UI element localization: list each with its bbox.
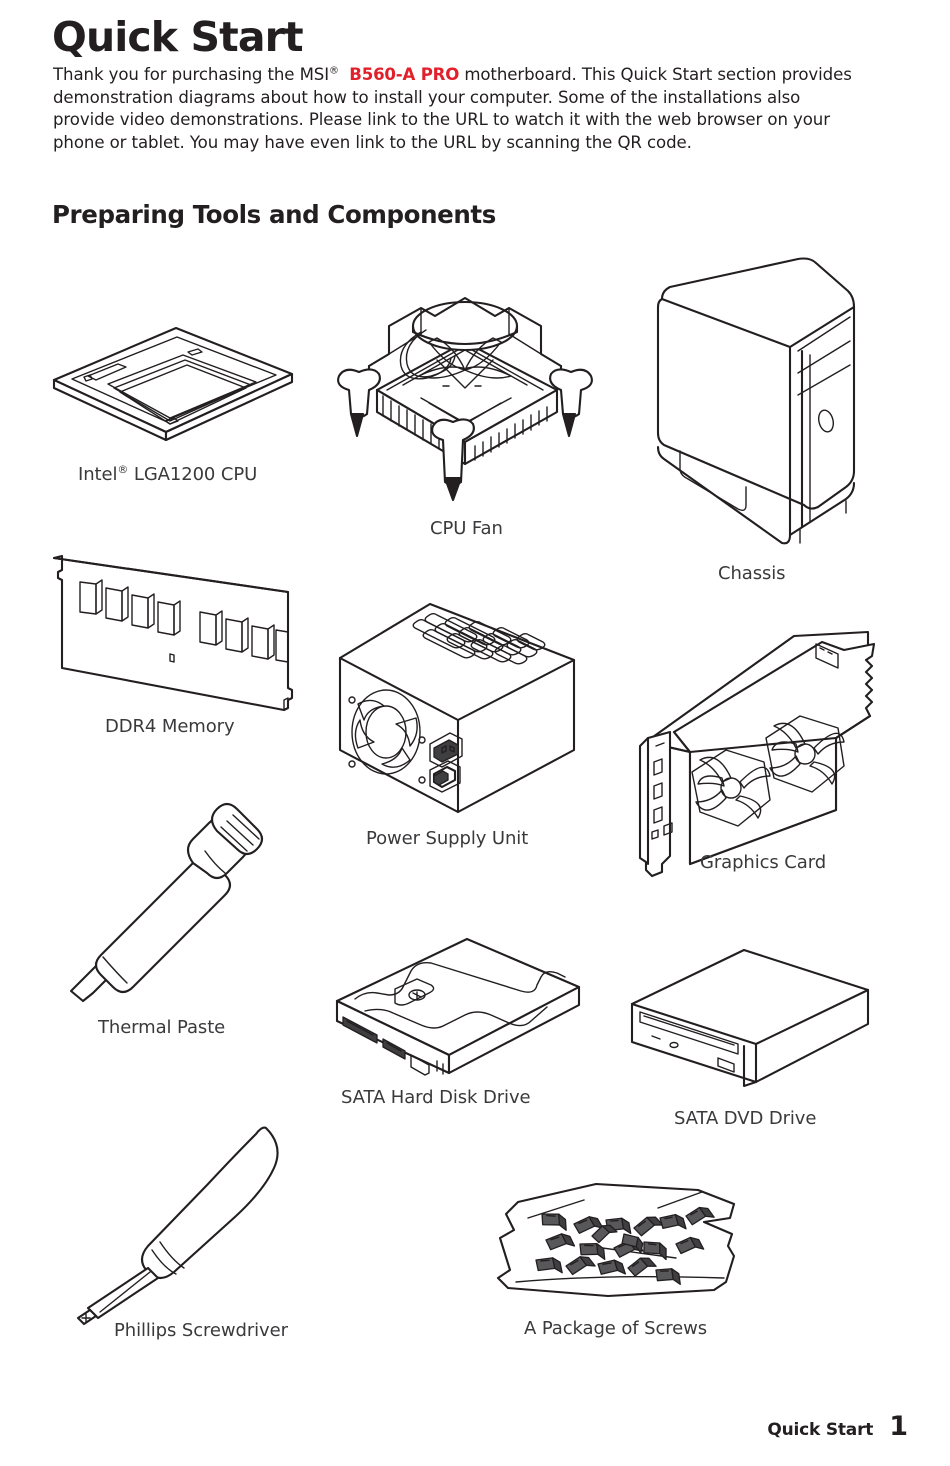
item-dvd-drive: SATA DVD Drive xyxy=(618,948,873,1129)
footer-label: Quick Start xyxy=(767,1420,874,1440)
page-footer: Quick Start 1 xyxy=(767,1411,908,1442)
caption-ddr4-memory: DDR4 Memory xyxy=(105,716,235,737)
caption-cpu: Intel® LGA1200 CPU xyxy=(78,463,258,485)
hard-disk-illustration xyxy=(335,937,581,1076)
section-heading: Preparing Tools and Components xyxy=(52,200,496,229)
screwdriver-illustration xyxy=(76,1126,279,1326)
cpu-fan-illustration xyxy=(337,296,593,502)
caption-cpu-fan: CPU Fan xyxy=(430,518,503,539)
chassis-illustration xyxy=(656,257,856,545)
item-hard-disk: SATA Hard Disk Drive xyxy=(325,935,590,1108)
caption-hard-disk: SATA Hard Disk Drive xyxy=(341,1087,531,1108)
intro-text-before: Thank you for purchasing the MSI xyxy=(53,65,330,84)
thermal-paste-illustration xyxy=(69,802,264,1003)
power-supply-illustration xyxy=(338,602,576,814)
screws-illustration xyxy=(496,1182,736,1298)
footer-page-number: 1 xyxy=(889,1411,908,1442)
item-cpu: Intel® LGA1200 CPU xyxy=(48,322,298,485)
dvd-drive-illustration xyxy=(630,948,870,1088)
item-ddr4-memory: DDR4 Memory xyxy=(48,548,303,737)
item-cpu-fan: CPU Fan xyxy=(325,270,605,539)
caption-thermal-paste: Thermal Paste xyxy=(98,1017,226,1038)
graphics-card-illustration xyxy=(638,630,876,878)
caption-screws: A Package of Screws xyxy=(524,1318,708,1339)
page-title: Quick Start xyxy=(52,13,304,61)
item-screwdriver: Phillips Screwdriver xyxy=(70,1120,295,1341)
item-power-supply: Power Supply Unit xyxy=(330,600,580,849)
caption-dvd-drive: SATA DVD Drive xyxy=(674,1108,817,1129)
registered-mark-icon: ® xyxy=(117,463,129,476)
caption-chassis: Chassis xyxy=(718,563,786,584)
registered-mark-icon: ® xyxy=(329,65,339,77)
caption-power-supply: Power Supply Unit xyxy=(366,828,529,849)
item-chassis: Chassis xyxy=(650,255,860,584)
caption-screwdriver: Phillips Screwdriver xyxy=(114,1320,288,1341)
intro-paragraph: Thank you for purchasing the MSI® B560-A… xyxy=(53,64,863,154)
model-name: B560-A PRO xyxy=(349,65,460,84)
ddr4-memory-illustration xyxy=(52,554,294,712)
caption-graphics-card: Graphics Card xyxy=(700,852,827,873)
item-thermal-paste: Thermal Paste xyxy=(65,802,265,1038)
item-screws: A Package of Screws xyxy=(488,1178,743,1339)
intro-text-after: motherboard. This Quick Start section pr… xyxy=(53,65,852,152)
item-graphics-card: Graphics Card xyxy=(630,620,885,878)
cpu-illustration xyxy=(52,326,294,442)
